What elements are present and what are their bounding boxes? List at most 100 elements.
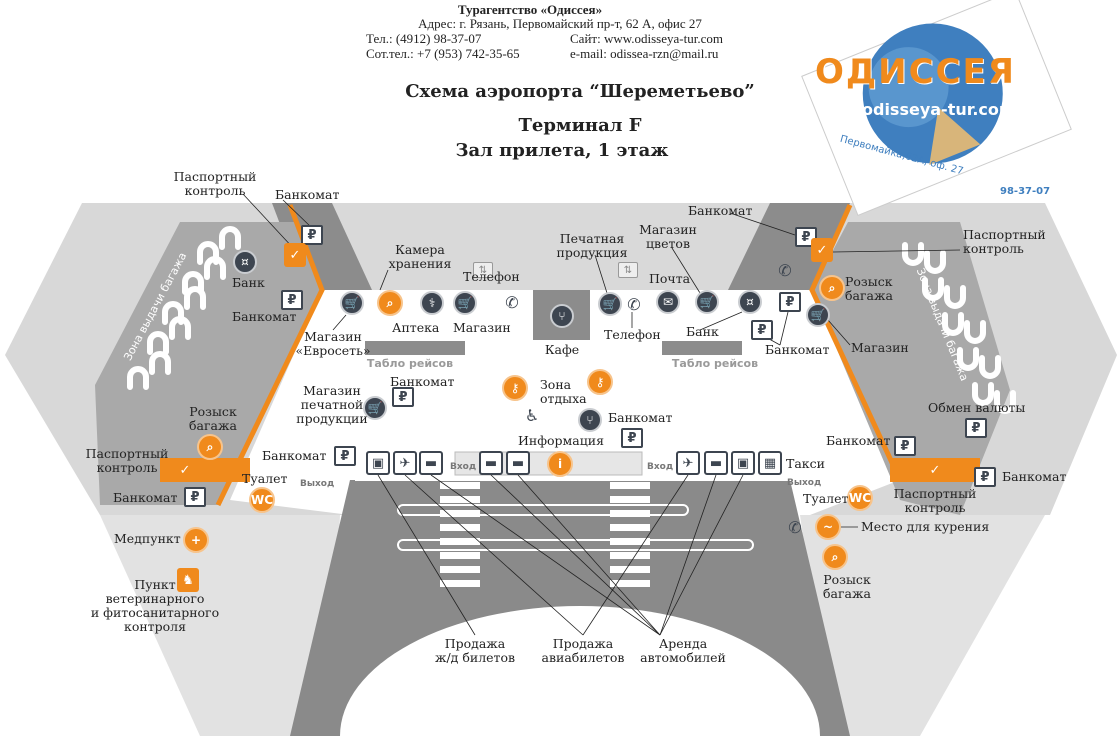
label-entrance: Вход	[450, 462, 477, 472]
top-corridor	[330, 203, 780, 291]
agency-site[interactable]: Сайт: www.odisseya-tur.com	[570, 31, 723, 46]
crosswalk-stripe	[440, 496, 480, 503]
label-toilet: Туалет	[803, 491, 849, 506]
label-storage: Камера хранения	[388, 242, 452, 271]
label-exit: Выход	[787, 478, 822, 488]
baggage-belt	[994, 390, 1016, 414]
rest-zone-icon: ⚷	[502, 375, 528, 401]
map-title: Схема аэропорта “Шереметьево”	[405, 81, 755, 102]
label-air-tickets: Продажа авиабилетов	[541, 636, 625, 665]
passport-control-icon: ✓	[174, 458, 196, 482]
baggage-belt	[197, 241, 219, 265]
label-passport-left-bottom: Паспортный контроль	[85, 446, 169, 475]
label-atm: Банкомат	[1002, 469, 1067, 484]
label-passport-left-top: Паспортный контроль	[173, 169, 257, 198]
atm-icon: ₽	[621, 428, 643, 448]
left-baggage-zone	[95, 222, 322, 505]
label-cafe: Кафе	[544, 342, 580, 357]
lost-luggage-icon: ⌕	[822, 544, 848, 570]
label-medical: Медпункт	[114, 531, 181, 546]
phone-icon: ✆	[627, 294, 641, 314]
label-info: Информация	[518, 433, 604, 448]
label-bank: Банк	[686, 324, 719, 339]
smoking-icon: ~	[815, 514, 841, 540]
label-taxi: Такси	[786, 456, 825, 471]
logo-site: odisseya-tur.com	[862, 100, 1016, 119]
left-lower-area	[100, 515, 340, 736]
atm-icon: ₽	[965, 418, 987, 438]
crosswalk-stripe	[440, 566, 480, 573]
label-passport-right-top: Паспортный контроль	[963, 227, 1046, 256]
label-tablo: Табло рейсов	[671, 357, 759, 370]
hall-title: Зал прилета, 1 этаж	[455, 140, 669, 161]
baggage-belt	[127, 366, 149, 390]
agency-email[interactable]: e-mail: odissea-rzn@mail.ru	[570, 46, 719, 61]
label-exit: Выход	[300, 479, 335, 489]
label-bank: Банк	[232, 275, 265, 290]
vet-icon: ♞	[177, 568, 199, 592]
passport-control-icon: ✓	[811, 238, 833, 262]
right-orange-line	[809, 203, 903, 482]
label-atm: Банкомат	[262, 448, 327, 463]
rest-zone-icon: ⚷	[587, 369, 613, 395]
atm-icon: ₽	[751, 320, 773, 340]
crosswalk-stripe	[440, 510, 480, 517]
shop-basket-icon: 🛒	[363, 396, 387, 420]
toilet-icon: WC	[847, 485, 873, 511]
baggage-belt	[162, 301, 184, 325]
flight-board-left	[365, 341, 465, 355]
flight-board-right	[662, 341, 742, 355]
info-icon: i	[547, 451, 573, 477]
label-vet: Пункт ветеринарного и фитосанитарного ко…	[90, 577, 220, 634]
baggage-belt	[944, 285, 966, 309]
label-rest-zone: Зона отдыха	[540, 377, 587, 406]
agency-phone: Тел.: (4912) 98-37-07	[366, 31, 482, 46]
label-atm: Банкомат	[688, 203, 753, 218]
shop-basket-icon: 🛒	[340, 291, 364, 315]
label-atm: Банкомат	[608, 410, 673, 425]
medical-icon: +	[183, 527, 209, 553]
label-exchange: Обмен валюты	[928, 400, 1026, 415]
crosswalk-stripe	[440, 538, 480, 545]
label-flowers: Магазин цветов	[639, 222, 697, 251]
crosswalk-stripe	[440, 524, 480, 531]
label-lost-luggage: Розыск багажа	[845, 274, 893, 303]
crosswalk-stripe	[440, 552, 480, 559]
atm-icon: ₽	[281, 290, 303, 310]
label-rail-tickets: Продажа ж/д билетов	[434, 636, 516, 665]
label-atm: Банкомат	[113, 490, 178, 505]
crosswalk-stripe	[610, 552, 650, 559]
exchange-icon: ⇅	[473, 262, 493, 278]
baggage-belt	[184, 286, 206, 310]
agency-mobile: Сот.тел.: +7 (953) 742-35-65	[366, 46, 520, 61]
bank-icon: ¤	[233, 250, 257, 274]
bus-icon: ▣	[366, 451, 390, 475]
crosswalk-stripe	[610, 538, 650, 545]
baggage-belt	[922, 277, 944, 301]
baggage-belt	[149, 351, 171, 375]
lost-luggage-icon: ⌕	[377, 290, 403, 316]
mail-icon: ✉	[656, 290, 680, 314]
baggage-belt	[182, 271, 204, 295]
logo-brand: ОДИССЕЯ	[815, 52, 1016, 92]
plaza-arc	[340, 606, 820, 736]
label-lost-luggage: Розыск багажа	[823, 572, 871, 601]
phone-icon: ✆	[505, 292, 519, 312]
atm-icon: ₽	[301, 225, 323, 245]
baggage-belt	[219, 226, 241, 250]
label-smoking: Место для курения	[861, 519, 990, 534]
cafe-icon: ⑂	[578, 408, 602, 432]
label-shop: Магазин	[851, 340, 909, 355]
label-atm: Банкомат	[275, 187, 340, 202]
label-pharmacy: Аптека	[392, 320, 440, 335]
baggage-belt	[924, 250, 946, 274]
label-passport-right-bottom: Паспортный контроль	[893, 486, 977, 515]
plane-icon: ✈	[393, 451, 417, 475]
shop-basket-icon: 🛒	[695, 290, 719, 314]
passport-control-icon: ✓	[284, 243, 306, 267]
bank-icon: ¤	[738, 290, 762, 314]
crosswalk-stripe	[610, 510, 650, 517]
agency-name: Турагентство «Одиссея»	[457, 2, 603, 17]
terminal-title: Терминал F	[518, 115, 642, 136]
label-tablo: Табло рейсов	[366, 357, 454, 370]
